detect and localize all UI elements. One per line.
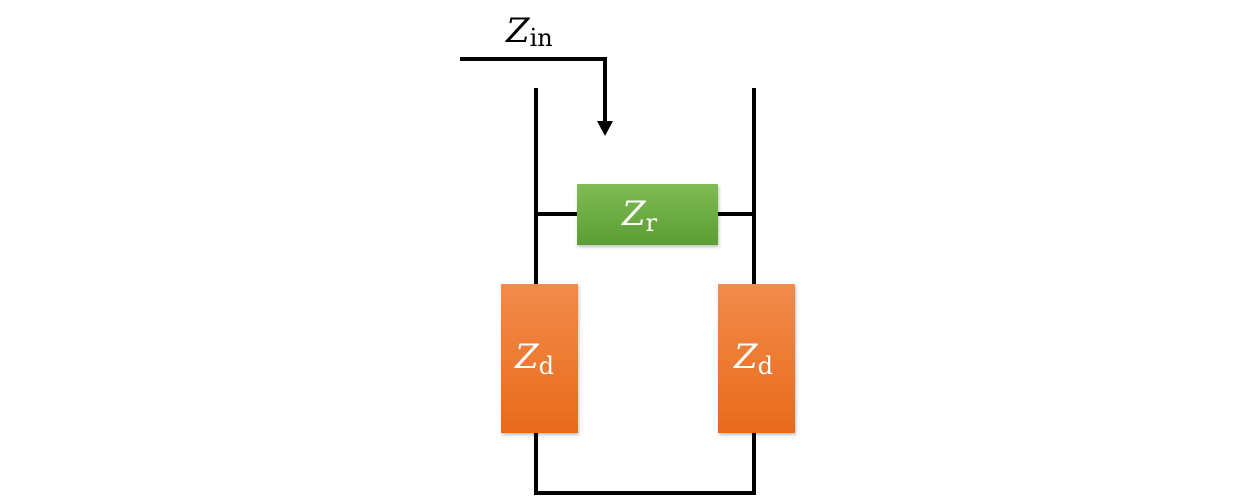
component-zr-label: Zr [621, 194, 658, 237]
component-zd-right-body [718, 284, 795, 433]
input-label-sub: in [530, 24, 553, 52]
component-zd-left-body [501, 284, 578, 433]
component-zd-right-label: Zd [733, 337, 773, 380]
input-label-main: Z [505, 11, 531, 51]
input-label: Zin [505, 11, 553, 52]
component-zd-left: Zd [501, 284, 578, 433]
component-zr: Zr [577, 184, 718, 245]
input-arrow [460, 57, 613, 136]
component-zd-left-label: Zd [514, 337, 554, 380]
component-zr-body [577, 184, 718, 245]
arrow-head-icon [597, 121, 613, 136]
component-zd-right: Zd [718, 284, 795, 433]
